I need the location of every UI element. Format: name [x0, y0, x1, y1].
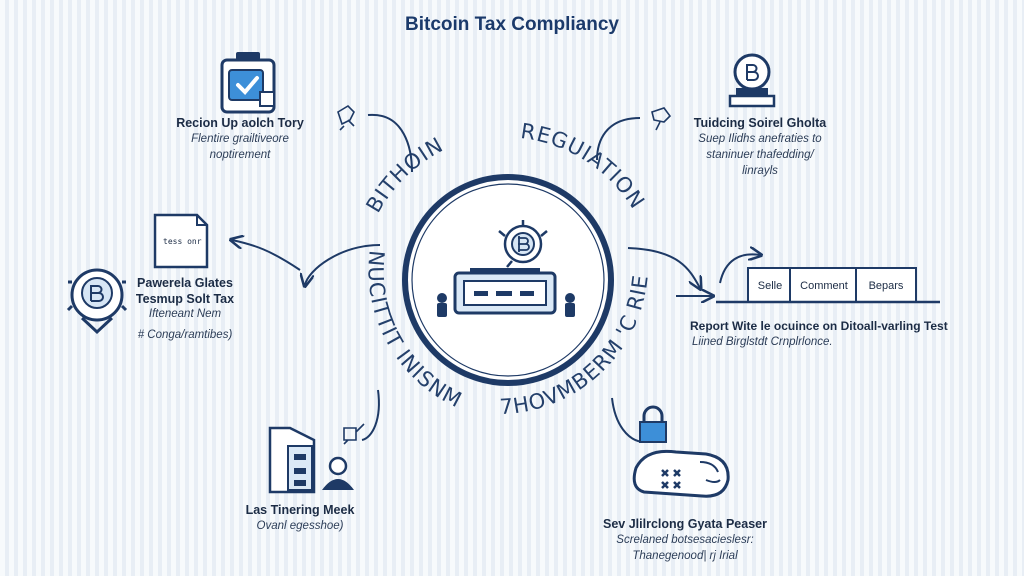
node-bottom-right-line-2: Thanegenood| rj Irial: [632, 550, 738, 562]
lock-icon: [639, 405, 667, 443]
diagram-title: Bitcoin Tax Compliancy: [405, 14, 619, 35]
table-cell-selle: Selle: [757, 280, 783, 292]
person-icon: [322, 456, 354, 490]
hand-pointer-icon: [337, 104, 355, 131]
node-top-right-line-2: staninuer thafedding/: [706, 149, 814, 161]
node-bottom-left-title: Las Tinering Meek: [245, 503, 355, 517]
bitcoin-badge-icon: [66, 268, 128, 335]
node-top-left-line-2: noptirement: [209, 149, 271, 161]
center-bitcoin-gear-icon: [498, 220, 548, 268]
node-top-right-line-1: Suep Ilidhs anefraties to: [698, 133, 822, 145]
center-terminal-icon: [437, 268, 575, 317]
hand-key-icon: [651, 107, 672, 131]
node-top-left-line-1: Flentire grailtiveore: [191, 133, 289, 145]
report-table-box: [716, 267, 940, 304]
node-bottom-left-line-1: Ovanl egesshoe): [256, 520, 344, 532]
document-label: tess onr: [163, 237, 202, 246]
node-bottom-right-title: Sev Jlilrclong Gyata Peaser: [603, 517, 767, 531]
node-mid-left-line-1: Ifteneant Nem: [148, 308, 222, 320]
node-mid-left-line-2: # Conga/ramtibes): [137, 329, 233, 341]
node-top-right-title: Tuidcing Soirel Gholta: [693, 116, 827, 130]
node-mid-left-title-1: Pawerela Glates: [137, 276, 233, 290]
shredder-icon: [632, 449, 730, 498]
document-icon: [153, 213, 209, 269]
node-bottom-right-line-1: Screlaned botsesacieslesr:: [616, 534, 754, 546]
hand-pen-icon: [343, 423, 365, 445]
node-top-right-line-3: linrayls: [742, 165, 778, 177]
node-mid-left-title-2: Tesmup Solt Tax: [135, 292, 235, 306]
node-mid-right-line-2: Liined Birglstdt Crnplrlonce.: [692, 336, 833, 348]
checklist-icon: [220, 52, 276, 114]
filing-cabinet-icon: [268, 426, 316, 494]
table-cell-bepars: Bepars: [868, 280, 904, 292]
bitcoin-stand-icon: [728, 53, 776, 108]
node-top-left-title: Recion Up aolch Tory: [176, 116, 304, 130]
connector-arrows: [232, 113, 760, 443]
node-mid-right-line-1: Report Wite le ocuince on Ditoall-varlin…: [690, 319, 948, 333]
table-cell-comment: Comment: [800, 280, 848, 292]
